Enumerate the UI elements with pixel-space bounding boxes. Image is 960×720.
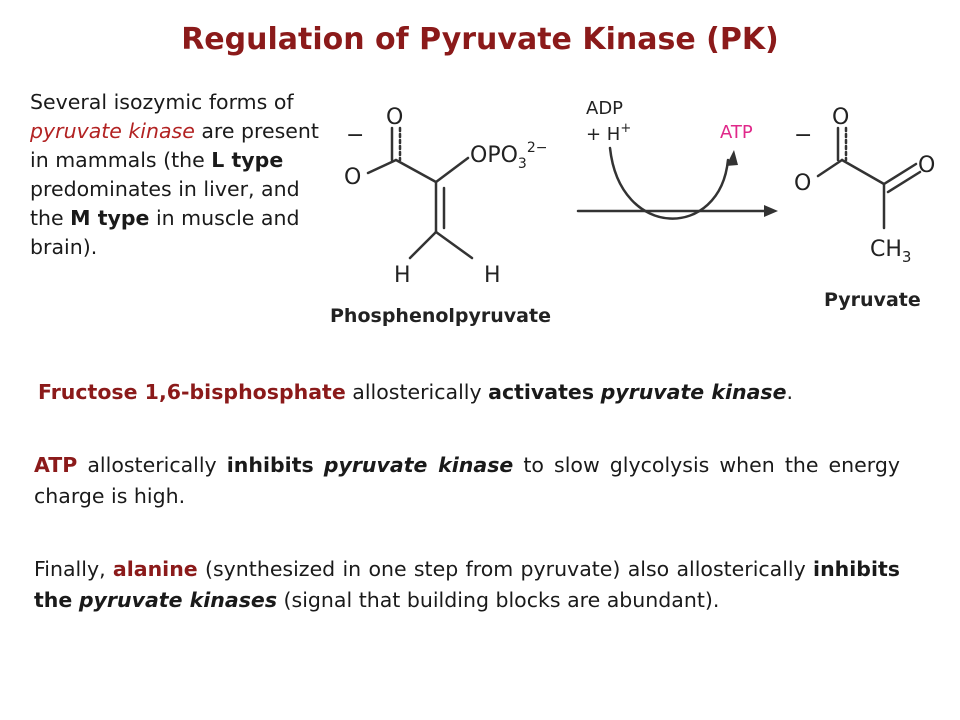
atp-text-6: to slow glycolysis when the energy charg… <box>34 453 900 508</box>
pyr-o-left: O <box>794 171 811 196</box>
reaction-adp: ADP <box>586 98 623 119</box>
atp-pk-term: pyruvate kinase <box>323 453 514 477</box>
alanine-text-7: (signal that building blocks are abundan… <box>277 588 720 612</box>
pep-minus: − <box>346 123 364 148</box>
pep-h-left: H <box>394 263 411 288</box>
pep-o-left: O <box>344 165 361 190</box>
alanine-term: alanine <box>112 557 198 581</box>
pep-name: Phosphenolpyruvate <box>330 305 551 327</box>
intro-paragraph: Several isozymic forms of pyruvate kinas… <box>30 88 330 262</box>
alanine-paragraph: Finally, alanine (synthesized in one ste… <box>34 554 900 616</box>
alanine-inhibits-term: inhibits the <box>34 557 900 612</box>
atp-text-4 <box>314 453 324 477</box>
fbp-text-6: . <box>786 380 794 404</box>
pep-o-top: O <box>386 105 403 130</box>
alanine-text-1: Finally, <box>34 557 113 581</box>
pyr-minus: − <box>794 123 812 148</box>
pep-h-right: H <box>484 263 501 288</box>
reaction-h-plus: + H+ <box>586 121 631 145</box>
pyr-ch3: CH3 <box>870 237 911 266</box>
pep-opo: OPO32− <box>470 140 547 172</box>
intro-text-7: in muscle and brain). <box>30 206 300 259</box>
page-title: Regulation of Pyruvate Kinase (PK) <box>181 22 779 57</box>
atp-term: ATP <box>34 453 78 477</box>
intro-text-1: Several isozymic forms of <box>30 90 294 114</box>
fbp-statement: Fructose 1,6-bisphosphate allosterically… <box>38 380 960 404</box>
fbp-text-2: allosterically <box>345 380 489 404</box>
pyruvate-name: Pyruvate <box>824 289 921 311</box>
reaction-atp: ATP <box>720 122 753 143</box>
fbp-pk-term: pyruvate kinase <box>600 380 787 404</box>
intro-text-5: predominates in liver, and the <box>30 177 300 230</box>
intro-pk-term: pyruvate kinase <box>30 119 195 143</box>
intro-l-type: L type <box>211 148 284 172</box>
alanine-text-3: (synthesized in one step from pyruvate) … <box>197 557 814 581</box>
intro-m-type: M type <box>70 206 150 230</box>
intro-text-3: are present in mammals (the <box>30 119 319 172</box>
alanine-pk-term: pyruvate kinases <box>78 588 278 612</box>
atp-inhibits-term: inhibits <box>226 453 314 477</box>
fbp-term: Fructose 1,6-bisphosphate <box>38 380 346 404</box>
pyr-o-top: O <box>832 105 849 130</box>
activates-term: activates <box>488 380 595 404</box>
atp-text-2: allosterically <box>77 453 227 477</box>
atp-paragraph: ATP allosterically inhibits pyruvate kin… <box>34 450 900 512</box>
pyr-o-right: O <box>918 153 935 178</box>
